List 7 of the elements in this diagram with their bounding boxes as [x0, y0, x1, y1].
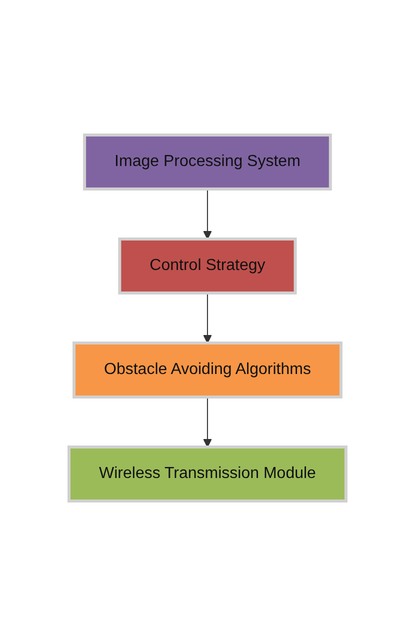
- arrow: [202, 292, 212, 344]
- arrow: [202, 188, 212, 240]
- node-box: Wireless Transmission Module: [67, 446, 347, 502]
- node-box: Obstacle Avoiding Algorithms: [72, 342, 342, 398]
- node-box: Control Strategy: [118, 238, 296, 294]
- arrow: [202, 396, 212, 448]
- node-box: Image Processing System: [82, 134, 332, 190]
